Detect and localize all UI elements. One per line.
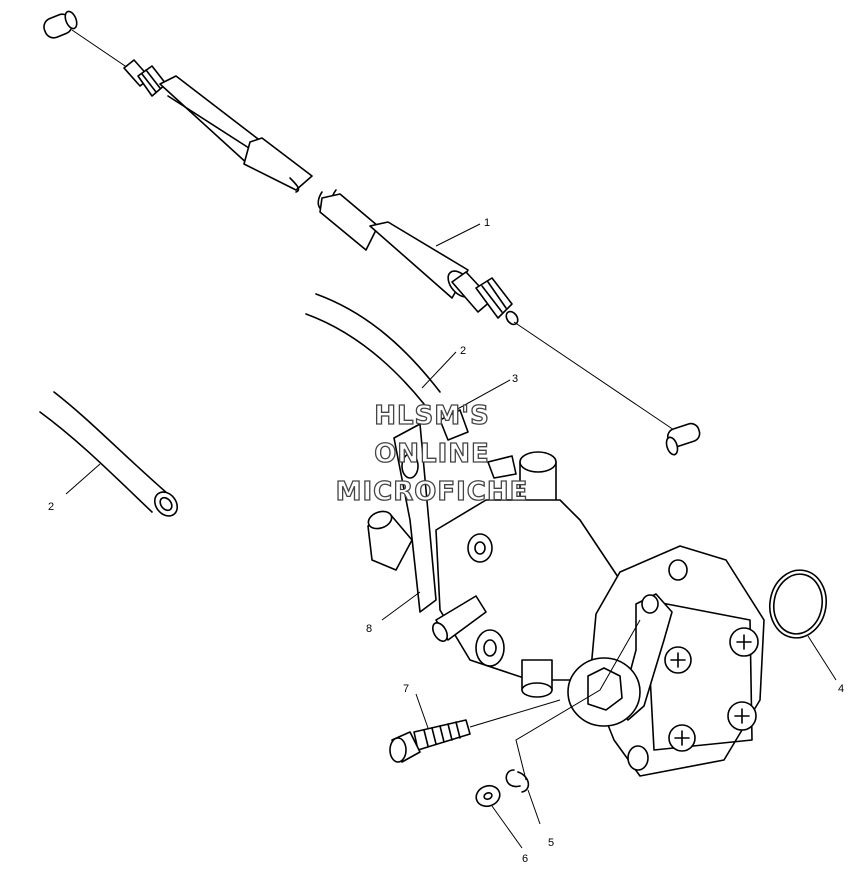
callout-7: 7 xyxy=(403,683,409,695)
cable-end-barrel-top xyxy=(43,10,78,39)
cable-assembly xyxy=(43,10,701,456)
e-clip xyxy=(505,769,530,793)
callout-4: 4 xyxy=(838,683,844,695)
cover-screw-bottom-right xyxy=(727,701,757,731)
cable-adjuster-bottom xyxy=(451,271,519,326)
watermark: HLSM'S ONLINE MICROFICHE xyxy=(335,400,529,507)
oil-pump-body xyxy=(367,451,765,777)
cover-screw-top-right xyxy=(729,627,759,657)
mounting-bracket xyxy=(393,423,437,613)
cable-adjuster-top xyxy=(123,59,167,97)
callout-6: 6 xyxy=(522,853,528,865)
cover-screw-bottom-left xyxy=(668,724,696,752)
watermark-line-3: MICROFICHE xyxy=(336,477,529,507)
cover-screw-mid-left xyxy=(664,646,692,674)
hose-upper xyxy=(305,293,441,405)
callout-1: 1 xyxy=(484,217,490,229)
cable-boot-bottom xyxy=(369,221,469,299)
o-ring xyxy=(769,569,827,639)
watermark-line-2: ONLINE xyxy=(374,439,490,469)
hose-clip xyxy=(439,409,469,441)
callout-3: 3 xyxy=(512,373,518,385)
cable-end-barrel-bottom xyxy=(665,422,701,456)
callout-8: 8 xyxy=(366,623,372,635)
callout-2-left: 2 xyxy=(48,501,54,513)
hex-drive-nut xyxy=(567,657,641,727)
cable-housing-bottom xyxy=(319,193,379,251)
callout-5: 5 xyxy=(548,837,554,849)
hose-left xyxy=(39,391,179,517)
watermark-line-1: HLSM'S xyxy=(374,401,490,431)
callout-2-upper: 2 xyxy=(460,345,466,357)
cable-wire-bottom xyxy=(513,321,675,431)
leader-lines xyxy=(65,223,837,849)
bolt xyxy=(389,699,561,763)
washer xyxy=(475,784,501,808)
cable-wire-top xyxy=(71,29,129,69)
cable-housing-top xyxy=(243,137,313,191)
callout-labels: 1 2 2 3 4 5 6 7 8 xyxy=(48,217,844,865)
